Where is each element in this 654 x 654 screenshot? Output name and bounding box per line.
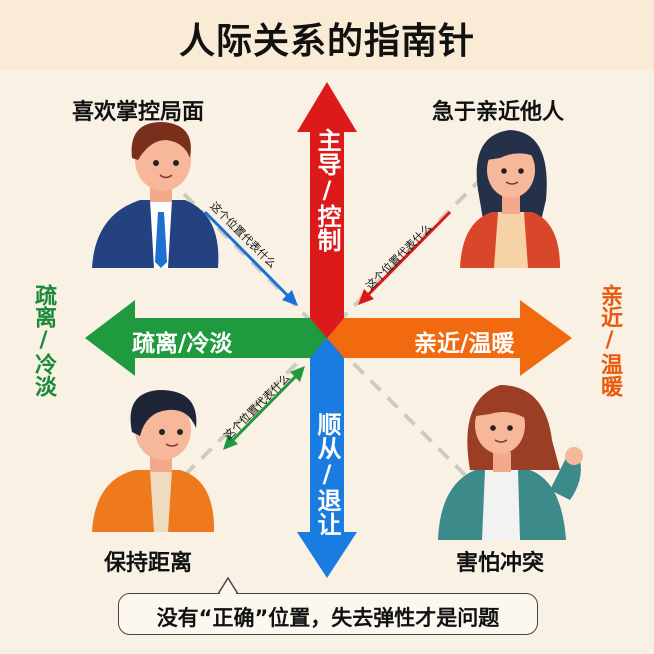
figure-man-blue-suit [92,122,219,268]
arrow-down-submissive [297,338,357,578]
quadrant-label-bottom-right: 害怕冲突 [456,551,545,576]
quadrant-label-bottom-left: 保持距离 [104,551,193,576]
arrow-left-distant [85,300,328,376]
axis-label-right: 亲近/温暖 [414,331,515,357]
axis-label-up: 主导/控制 [313,128,341,252]
figure-man-orange-shirt [92,390,215,532]
axis-label-down: 顺从/退让 [313,412,341,536]
quadrant-label-top-right: 急于亲近他人 [432,100,565,125]
title-band [0,0,654,70]
pointer-top-right [358,210,452,305]
arrow-right-warm [326,300,572,376]
pointer-bottom-left [223,366,305,450]
callout-bubble: 没有“正确”位置，失去弹性才是问题 [118,593,538,635]
pointer-top-left [203,210,298,306]
side-label-left: 疏离/冷淡 [31,284,56,397]
callout-text: 没有“正确”位置，失去弹性才是问题 [156,606,500,630]
axis-label-left: 疏离/冷淡 [132,331,233,357]
side-label-right: 亲近/温暖 [597,284,622,397]
figure-woman-teal-jacket [438,385,583,540]
arrow-up-dominant [297,82,357,338]
quadrant-label-top-left: 喜欢掌控局面 [72,100,205,125]
callout-tail [216,576,240,595]
page-title: 人际关系的指南针 [178,21,475,62]
figure-woman-red-cardigan [460,130,560,268]
